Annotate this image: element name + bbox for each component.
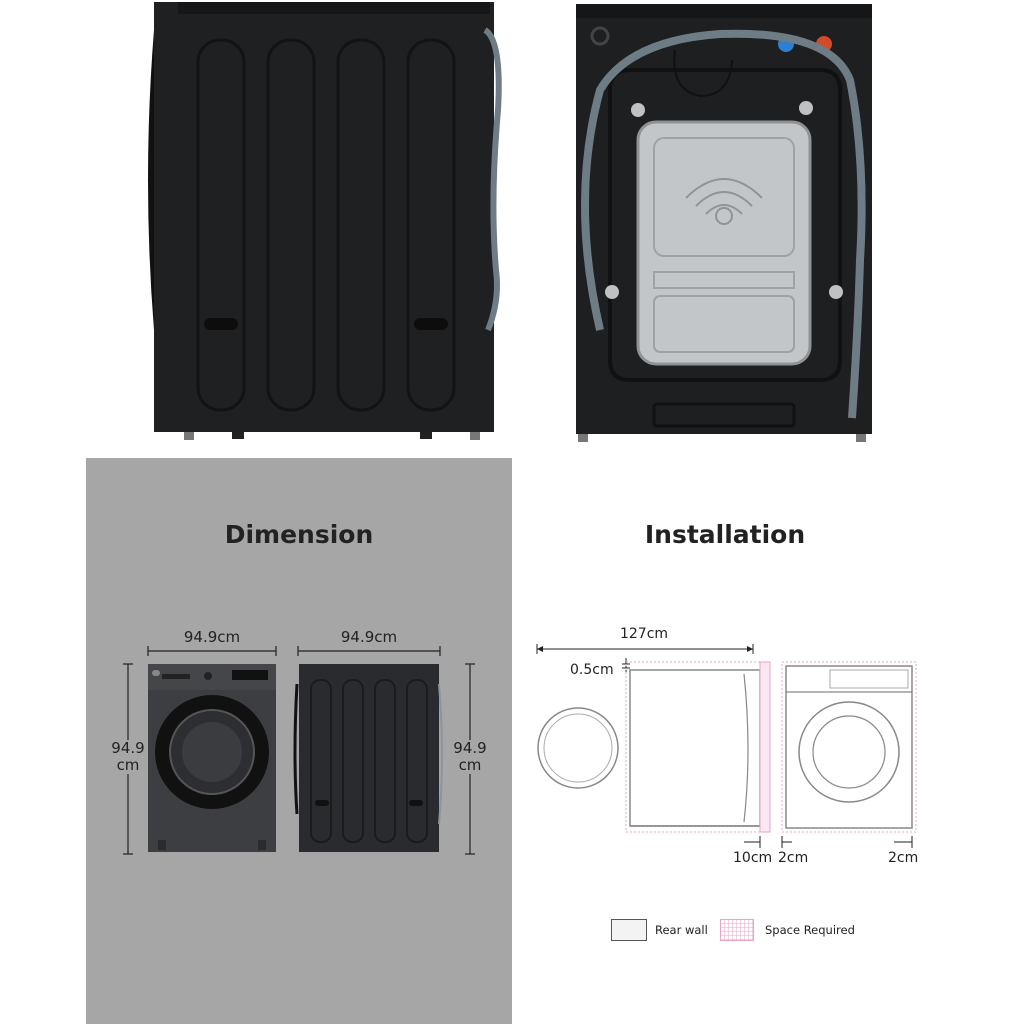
installation-title: Installation xyxy=(644,520,806,549)
side-gap-label-1: 2cm xyxy=(778,850,809,866)
front-width-arrow xyxy=(147,646,277,656)
height-value-right: 94.9 xyxy=(453,739,487,757)
top-gap-label: 0.5cm xyxy=(570,662,614,678)
legend-rear-wall-label: Rear wall xyxy=(655,923,708,937)
legend-space-required-label: Space Required xyxy=(765,923,855,937)
dimension-title: Dimension xyxy=(224,520,374,549)
installation-diagram xyxy=(537,658,917,848)
machine-rear-view-photo xyxy=(576,4,872,442)
height-label-left: 94.9 cm xyxy=(106,740,150,774)
total-depth-arrow xyxy=(536,644,754,654)
height-unit-right: cm xyxy=(458,756,482,774)
height-label-right: 94.9 cm xyxy=(448,740,492,774)
side-depth-arrow xyxy=(297,646,441,656)
legend-space-required-swatch xyxy=(720,919,754,941)
machine-front-thumbnail xyxy=(148,664,276,852)
height-value-left: 94.9 xyxy=(111,739,145,757)
height-unit-left: cm xyxy=(116,756,140,774)
side-depth-label: 94.9cm xyxy=(340,628,398,646)
total-depth-label: 127cm xyxy=(619,626,669,642)
machine-side-view-photo xyxy=(148,2,502,440)
side-gap-label-2: 2cm xyxy=(888,850,919,866)
legend-rear-wall-swatch xyxy=(611,919,647,941)
front-width-label: 94.9cm xyxy=(183,628,241,646)
machine-side-thumbnail xyxy=(293,664,443,852)
rear-gap-label: 10cm xyxy=(733,850,773,866)
